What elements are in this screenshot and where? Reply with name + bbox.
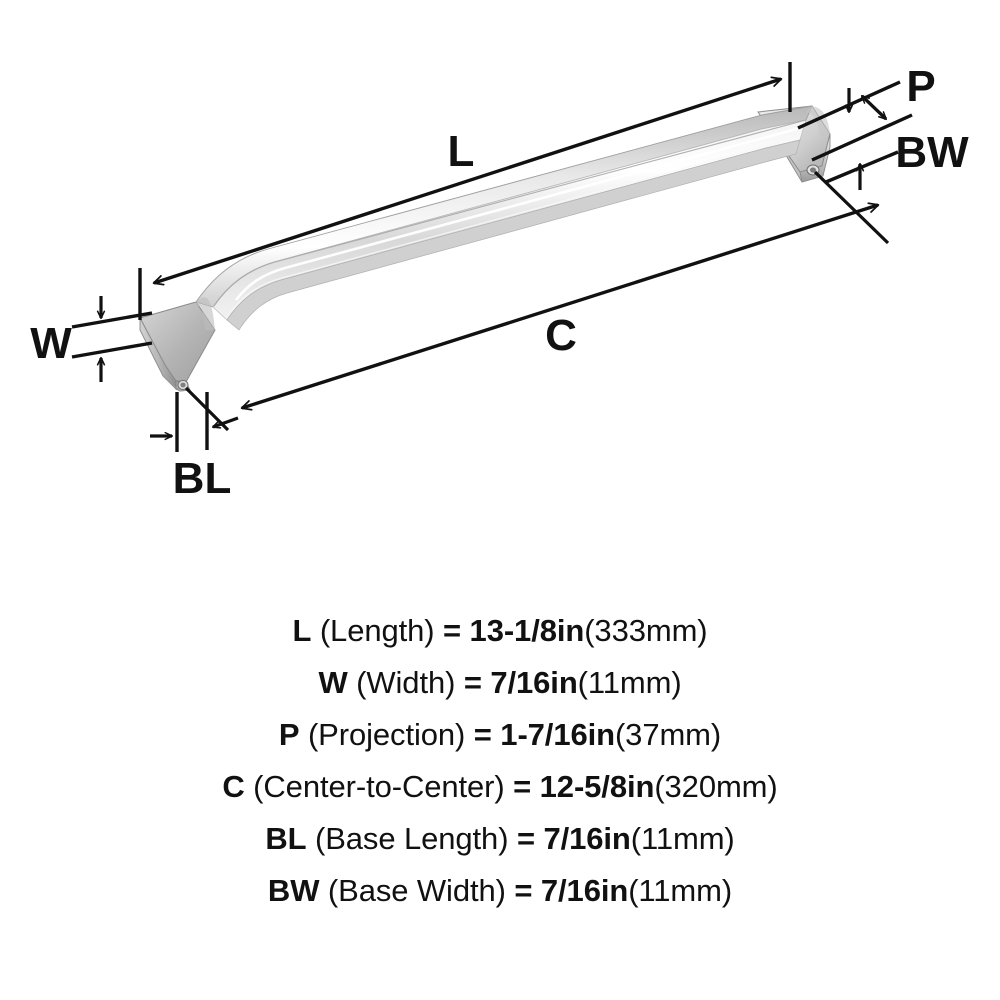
center-to-center-dimension-line — [240, 202, 880, 411]
legend-desc: (Center-to-Center) — [253, 769, 505, 804]
legend-row: W (Width) = 7/16in(11mm) — [0, 657, 1000, 709]
legend-metric-value: (320mm) — [654, 769, 778, 804]
legend-row: P (Projection) = 1-7/16in(37mm) — [0, 709, 1000, 761]
legend-equals: = — [514, 873, 533, 908]
handle-left-base — [139, 301, 216, 392]
width-extension-lower — [71, 341, 153, 359]
ctc-witness-right — [813, 170, 890, 245]
handle-bar — [195, 105, 813, 331]
label-base-width: BW — [895, 128, 969, 177]
legend-desc: (Base Width) — [327, 873, 506, 908]
legend-imperial-value: 1-7/16in — [500, 717, 615, 752]
legend-desc: (Base Length) — [314, 821, 509, 856]
legend-imperial-value: 12-5/8in — [539, 769, 655, 804]
base-length-arrow-left — [211, 416, 239, 429]
label-center-to-center: C — [545, 311, 577, 360]
legend-abbr: BW — [267, 873, 320, 908]
dimension-base-length — [150, 392, 239, 452]
legend-metric-value: (11mm) — [628, 873, 733, 908]
width-extension-upper — [71, 311, 153, 329]
dimension-width — [71, 296, 153, 382]
legend-row: L (Length) = 13-1/8in(333mm) — [0, 605, 1000, 657]
legend-abbr: L — [292, 613, 312, 648]
projection-arrow-downright — [860, 94, 888, 121]
legend-abbr: W — [318, 665, 348, 700]
legend-metric-value: (11mm) — [577, 665, 682, 700]
handle-illustration — [139, 105, 831, 392]
label-length: L — [448, 127, 475, 176]
legend-imperial-value: 13-1/8in — [469, 613, 585, 648]
label-width: W — [30, 319, 72, 368]
legend-imperial-value: 7/16in — [490, 665, 578, 700]
legend-equals: = — [443, 613, 462, 648]
legend-equals: = — [463, 665, 482, 700]
legend-imperial-value: 7/16in — [540, 873, 629, 908]
legend-metric-value: (11mm) — [630, 821, 735, 856]
base-width-extension-lower — [825, 150, 899, 184]
legend-desc: (Width) — [356, 665, 456, 700]
dimension-legend: L (Length) = 13-1/8in(333mm) W (Width) =… — [0, 605, 1000, 917]
legend-equals: = — [516, 821, 535, 856]
legend-imperial-value: 7/16in — [543, 821, 631, 856]
handle-left-elbow — [196, 297, 215, 330]
legend-abbr: BL — [265, 821, 307, 856]
legend-abbr: P — [278, 717, 300, 752]
handle-right-elbow — [806, 106, 830, 138]
legend-abbr: C — [222, 769, 245, 804]
legend-equals: = — [473, 717, 492, 752]
legend-desc: (Length) — [319, 613, 435, 648]
dimension-base-width — [825, 150, 899, 190]
product-dimension-drawing: L C W BL — [30, 62, 969, 503]
legend-metric-value: (333mm) — [584, 613, 708, 648]
diagram-svg: L C W BL — [30, 62, 969, 503]
legend-equals: = — [513, 769, 532, 804]
legend-row: BW (Base Width) = 7/16in(11mm) — [0, 865, 1000, 917]
label-base-length: BL — [173, 454, 232, 503]
legend-row: BL (Base Length) = 7/16in(11mm) — [0, 813, 1000, 865]
dimension-projection — [797, 80, 913, 162]
legend-desc: (Projection) — [307, 717, 466, 752]
projection-extension-lower — [811, 113, 913, 162]
legend-row: C (Center-to-Center) = 12-5/8in(320mm) — [0, 761, 1000, 813]
label-projection: P — [906, 62, 935, 111]
legend-metric-value: (37mm) — [614, 717, 722, 752]
